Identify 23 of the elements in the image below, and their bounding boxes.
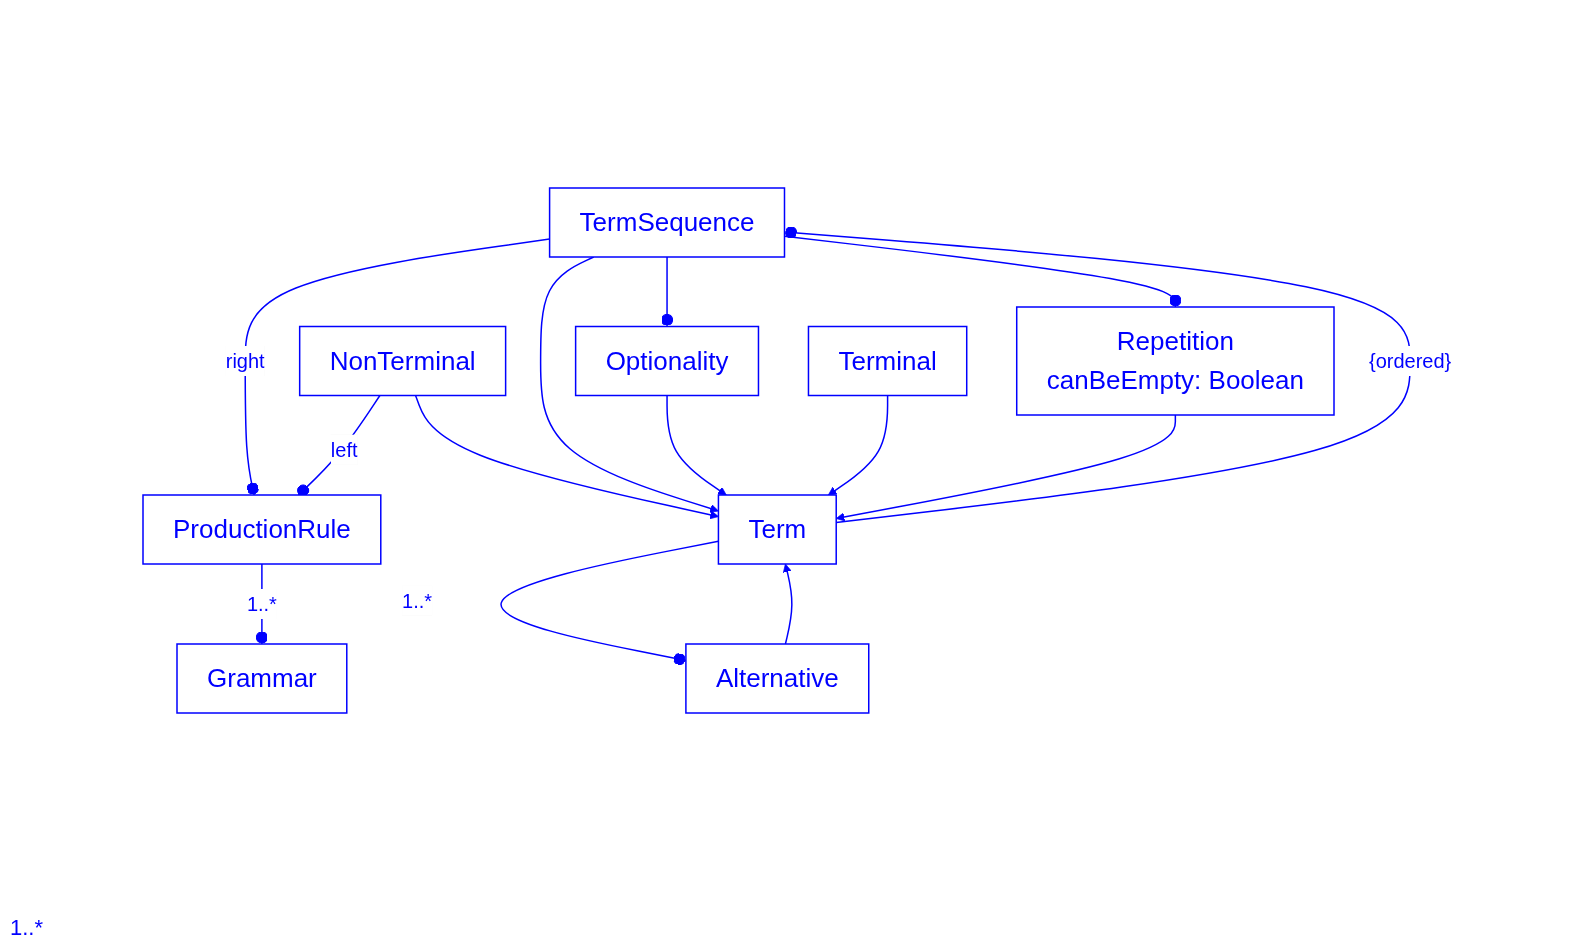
edge-label: left — [331, 438, 358, 461]
node-box: TermSequence — [549, 186, 786, 258]
connector — [297, 394, 381, 496]
arrow — [666, 394, 727, 495]
edge-label: 1..* — [247, 592, 278, 615]
arrow — [828, 394, 889, 495]
node-box: ProductionRule — [142, 493, 382, 565]
node-box: Repetition canBeEmpty: Boolean — [1016, 305, 1336, 416]
connector — [661, 255, 674, 327]
connector — [784, 225, 1412, 523]
arrow — [783, 563, 793, 645]
node-box: Term — [718, 493, 838, 565]
edge-label: 1..* — [402, 589, 433, 612]
arrow — [836, 413, 1177, 521]
node-box: NonTerminal — [299, 325, 507, 396]
node-box: Optionality — [575, 325, 760, 396]
connector — [784, 235, 1182, 308]
node-box: Terminal — [808, 325, 968, 396]
edge-label: right — [226, 349, 266, 372]
node-box: Grammar — [176, 642, 348, 714]
node-box: Alternative — [685, 642, 870, 714]
multiplicity-label: 1..* — [10, 915, 44, 940]
edge-label: {ordered} — [1369, 349, 1452, 372]
